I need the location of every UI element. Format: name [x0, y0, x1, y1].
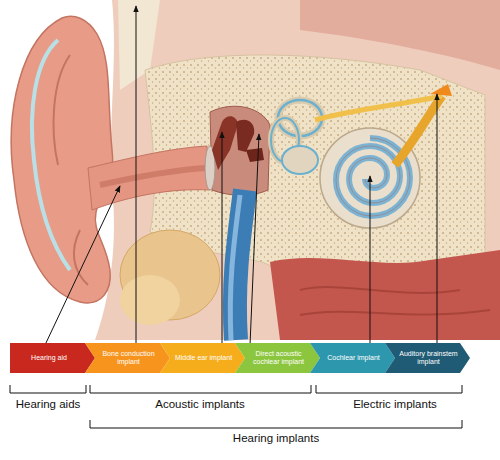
chevron-text-area: Bone conduction implant [97, 343, 160, 373]
pointer-arrow [136, 6, 137, 345]
chevron-fill [85, 343, 170, 373]
chevron-box: Auditory brainstem implant [385, 343, 470, 373]
chevron-label: Direct acoustic cochlear implant [247, 350, 310, 366]
pinna [11, 16, 112, 303]
chevron-fill [235, 343, 320, 373]
group-label: Electric implants [353, 398, 437, 411]
chevron-box: Direct acoustic cochlear implant [235, 343, 320, 373]
malleus [212, 116, 238, 170]
ear-cartilage [32, 40, 70, 270]
chevron-box: Bone conduction implant [85, 343, 170, 373]
pinna-fold [54, 55, 70, 165]
pointer-arrow [250, 134, 259, 345]
group-label: Acoustic implants [155, 398, 244, 411]
chevron-label: Bone conduction implant [97, 350, 160, 366]
fat-tissue [120, 275, 180, 325]
chevron-label: Auditory brainstem implant [397, 350, 460, 366]
pointer-arrow [222, 132, 223, 345]
chevron-box: Hearing aid [10, 343, 95, 373]
muscle-tissue [270, 250, 500, 340]
chevron-box: Middle ear implant [160, 343, 245, 373]
chevron-fill [10, 343, 95, 373]
chevron-label: Hearing aid [31, 354, 67, 362]
muscle-fibre [300, 310, 490, 315]
pointer-arrow [370, 176, 371, 345]
pointer-arrow [437, 94, 438, 345]
group-label: Hearing aids [16, 398, 81, 411]
stapes [246, 148, 264, 162]
vestibule [282, 146, 318, 174]
group-bracket [90, 420, 462, 428]
chevron-label: Cochlear implant [327, 354, 380, 362]
group-bracket [10, 385, 86, 393]
group-bracket [90, 385, 311, 393]
chevron-fill [310, 343, 395, 373]
cochlea-spiral [336, 138, 410, 216]
brainstem-tip [430, 84, 452, 96]
chevron-text-area: Auditory brainstem implant [397, 343, 460, 373]
chevron-box: Cochlear implant [310, 343, 395, 373]
chevron-fill [160, 343, 245, 373]
chevron-fill [385, 343, 470, 373]
cochlea-duct [336, 138, 410, 216]
chevron-text-area: Direct acoustic cochlear implant [247, 343, 310, 373]
chevron-text-area: Cochlear implant [322, 343, 385, 373]
ear-canal [88, 146, 210, 210]
tube-highlight [230, 195, 240, 340]
incus [236, 120, 254, 152]
vestibular-nerve [315, 96, 442, 120]
chevron-text-area: Hearing aid [13, 343, 85, 373]
muscle-fibre [300, 287, 460, 293]
ear-canal-shadow [100, 168, 206, 185]
middle-ear-cavity [210, 106, 270, 195]
group-label: Hearing implants [233, 432, 319, 445]
pointer-arrow [45, 186, 120, 345]
group-bracket [316, 385, 462, 393]
auditory-nerve [395, 96, 442, 165]
chevron-label: Middle ear implant [175, 354, 232, 362]
chevron-text-area: Middle ear implant [172, 343, 235, 373]
